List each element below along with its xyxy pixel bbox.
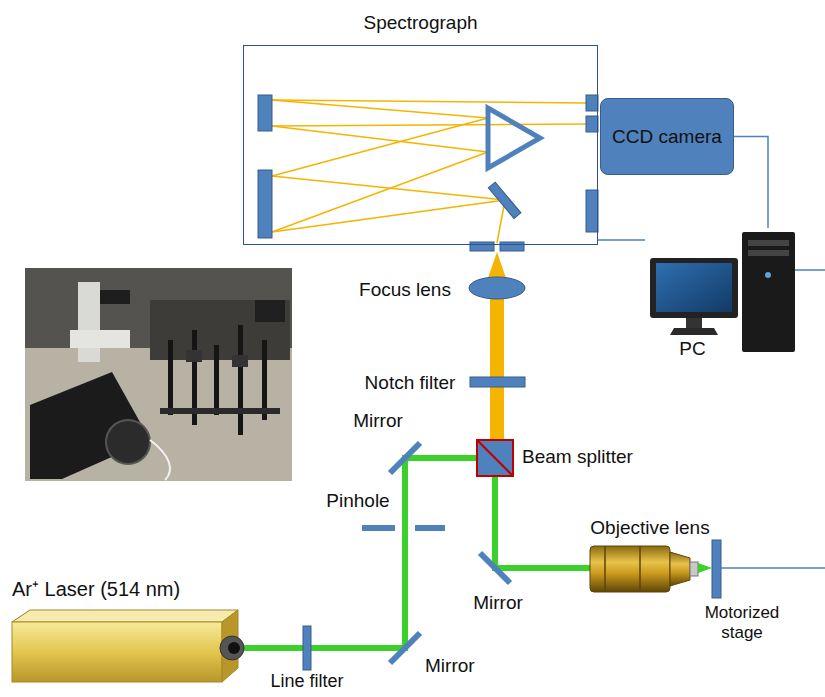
photo-floor [25, 268, 292, 481]
laser-aperture [228, 642, 240, 654]
objective-nose [670, 552, 690, 586]
photo-spectrometer [30, 372, 150, 479]
port [586, 95, 598, 111]
part-label: Motorized stage [690, 603, 794, 642]
entrance-slit [470, 242, 494, 251]
objective-tip [690, 562, 698, 576]
prism [488, 108, 540, 168]
monitor [650, 258, 738, 318]
port [586, 116, 598, 132]
focus-lens [469, 277, 525, 299]
laser-aperture [220, 636, 244, 660]
computer-icon [650, 232, 795, 352]
photo-microscope [78, 282, 100, 362]
photo-mount [232, 355, 248, 367]
photo-post [168, 340, 173, 415]
photo-mount [186, 350, 202, 362]
monitor-screen [656, 263, 732, 312]
part-label: Mirror [473, 592, 523, 614]
photo-laser [255, 300, 285, 322]
line-filter [303, 626, 311, 670]
objective-lens [590, 546, 698, 592]
mirror-symbol [480, 553, 510, 583]
photo-rail [160, 408, 280, 414]
part-label: Notch filter [365, 372, 456, 394]
grating [488, 182, 521, 218]
component-label: PC [645, 338, 740, 360]
port [586, 190, 598, 232]
raman-beam [488, 252, 506, 278]
computer-node: PC [645, 228, 800, 365]
laser-beam [240, 458, 590, 648]
photo-camera [106, 420, 150, 464]
objective-ring [604, 546, 606, 592]
signal-wire [795, 269, 825, 271]
signal-cable [598, 239, 645, 241]
drive-bay [748, 250, 789, 256]
curved-mirror [258, 95, 272, 131]
beam-splitter-face [477, 440, 513, 476]
notch-filter [470, 377, 525, 387]
pinhole-plate [362, 525, 395, 531]
photo-inset [25, 268, 292, 481]
spectrograph-optics [258, 95, 598, 251]
part-label: Ar⁺ Laser (514 nm) [12, 578, 180, 601]
part-label: Mirror [353, 410, 403, 432]
spectrograph-housing: Spectrograph [243, 45, 598, 245]
component-title: Spectrograph [244, 12, 597, 34]
sample-stage [712, 540, 721, 598]
photo-microscope [100, 290, 130, 304]
entrance-slit [500, 242, 524, 251]
monitor-base [670, 328, 718, 335]
photo-microscope [70, 330, 130, 348]
part-label: Pinhole [326, 490, 389, 512]
laser-top [12, 610, 238, 622]
part-label: Objective lens [590, 517, 709, 539]
photo-post [214, 345, 219, 415]
objective-body [590, 546, 670, 592]
monitor-stand [686, 318, 702, 328]
power-button [765, 272, 771, 278]
signal-cable [734, 137, 768, 229]
curved-mirror [258, 170, 272, 238]
part-label: Focus lens [359, 279, 451, 301]
laser-body [12, 610, 244, 682]
part-label: Beam splitter [522, 446, 633, 468]
photo-cable [150, 440, 170, 480]
laser-top [12, 610, 238, 622]
pinhole-plate [415, 525, 445, 531]
camera-box: CCD camera [600, 98, 734, 175]
mirror-symbol [390, 443, 420, 473]
photo-post [238, 325, 243, 435]
component-label: CCD camera [612, 126, 722, 148]
light-rays [272, 100, 586, 243]
objective-ring [639, 546, 641, 592]
beam-splitter [477, 440, 513, 476]
part-label: Mirror [425, 655, 475, 677]
raman-beam [490, 298, 504, 440]
part-label: Line filter [270, 671, 343, 692]
beam-splitter-cube [477, 440, 513, 476]
mirror-symbol [390, 633, 420, 663]
drive-bay [748, 240, 789, 246]
laser-focus [698, 563, 712, 573]
laser-front [12, 622, 222, 682]
signal-wire [721, 567, 825, 569]
pc-tower [742, 232, 795, 352]
